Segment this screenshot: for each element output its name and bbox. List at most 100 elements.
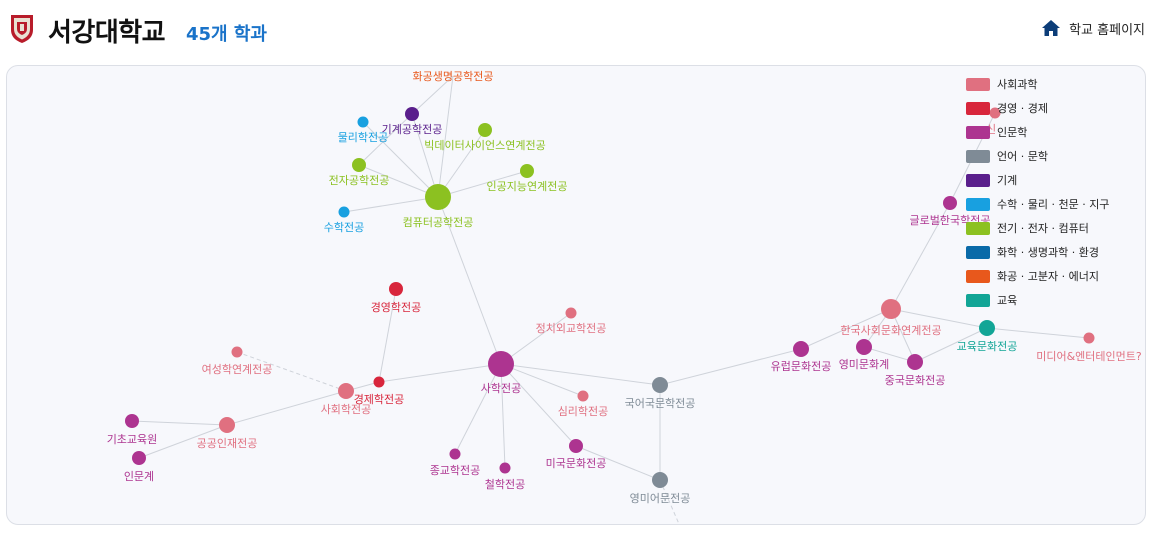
legend-label: 사회과학 (997, 78, 1038, 91)
department-label-gyoyuk: 교육문화전공 (957, 340, 1018, 353)
legend-swatch (966, 77, 990, 91)
department-node-jungguk[interactable] (907, 354, 923, 370)
department-node-cheolhak[interactable] (499, 462, 511, 474)
department-node-gyeongyeong[interactable] (389, 282, 403, 296)
graph-link (800, 308, 892, 350)
graph-link (454, 363, 502, 455)
department-node-jonggyo[interactable] (449, 448, 461, 460)
department-label-yeongmimunhwa: 영미문화계 (839, 358, 890, 371)
legend-swatch (966, 125, 990, 139)
department-node-simni[interactable] (577, 390, 589, 402)
department-node-jeongchi[interactable] (565, 307, 577, 319)
department-label-mulli: 물리학전공 (338, 131, 389, 144)
legend-item[interactable]: 인문학 (966, 120, 1141, 144)
legend-item[interactable]: 사회과학 (966, 72, 1141, 96)
department-node-hanguksahoe[interactable] (881, 299, 901, 319)
graph-link (500, 312, 572, 365)
graph-link (358, 164, 439, 198)
department-label-simni: 심리학전공 (558, 405, 609, 418)
department-node-sahoe[interactable] (338, 383, 354, 399)
graph-link (138, 424, 228, 459)
department-label-sin: 신 (986, 123, 996, 136)
department-node-suhak[interactable] (338, 206, 350, 218)
department-label-ai: 인공지능연계전공 (487, 180, 568, 193)
legend-swatch (966, 149, 990, 163)
department-node-gicho[interactable] (125, 414, 139, 428)
department-node-mulli[interactable] (357, 116, 369, 128)
graph-link (411, 113, 439, 198)
graph-link (500, 363, 661, 386)
department-node-ai[interactable] (520, 164, 534, 178)
legend-swatch (966, 101, 990, 115)
legend-swatch (966, 293, 990, 307)
department-label-gugeo: 국어국문학전공 (625, 397, 696, 410)
graph-link (437, 129, 486, 198)
department-node-yeongmieo[interactable] (652, 472, 668, 488)
graph-link (500, 363, 577, 447)
department-label-hanguksahoe: 한국사회문화연계전공 (840, 324, 941, 337)
department-label-computer: 컴퓨터공학전공 (403, 216, 474, 229)
department-label-cheolhak: 철학전공 (485, 478, 525, 491)
department-node-yureop[interactable] (793, 341, 809, 357)
legend-item[interactable]: 수학 · 물리 · 천문 · 지구 (966, 192, 1141, 216)
department-node-gonggong[interactable] (219, 417, 235, 433)
legend-item[interactable]: 전기 · 전자 · 컴퓨터 (966, 216, 1141, 240)
graph-link (362, 121, 439, 198)
department-label-gicho: 기초교육원 (107, 433, 158, 446)
legend-item[interactable]: 교육 (966, 288, 1141, 312)
department-node-gigye[interactable] (405, 107, 419, 121)
department-label-migug: 미국문화전공 (546, 457, 607, 470)
department-node-migug[interactable] (569, 439, 583, 453)
department-node-global[interactable] (943, 196, 957, 210)
department-node-computer[interactable] (425, 184, 451, 210)
legend-swatch (966, 221, 990, 235)
department-label-gonggong: 공공인재전공 (197, 437, 258, 450)
legend-item[interactable]: 기계 (966, 168, 1141, 192)
legend-swatch (966, 197, 990, 211)
department-node-inmun[interactable] (132, 451, 146, 465)
university-logo-icon (11, 15, 33, 43)
department-node-yeoseong[interactable] (231, 346, 243, 358)
graph-link (411, 75, 454, 115)
department-node-gyeongje[interactable] (373, 376, 385, 388)
department-node-sahak[interactable] (488, 351, 514, 377)
legend-item[interactable]: 화공 · 고분자 · 에너지 (966, 264, 1141, 288)
department-label-jeongchi: 정치외교학전공 (536, 322, 607, 335)
legend-item[interactable]: 언어 · 문학 (966, 144, 1141, 168)
department-node-sin[interactable] (989, 107, 1001, 119)
legend-label: 화학 · 생명과학 · 환경 (997, 246, 1099, 259)
legend-swatch (966, 269, 990, 283)
department-label-hwagong: 화공생명공학전공 (413, 70, 494, 83)
graph-link (378, 363, 502, 383)
homepage-link[interactable]: 학교 홈페이지 (1041, 18, 1145, 38)
department-label-gigye: 기계공학전공 (382, 123, 443, 136)
department-node-jeonja[interactable] (352, 158, 366, 172)
department-node-media[interactable] (1083, 332, 1095, 344)
legend-label: 언어 · 문학 (997, 150, 1048, 163)
department-label-sahoe: 사회학전공 (321, 403, 372, 416)
legend-label: 화공 · 고분자 · 에너지 (997, 270, 1099, 283)
department-node-gugeo[interactable] (652, 377, 668, 393)
department-node-bigdata[interactable] (478, 123, 492, 137)
page-title: 서강대학교 (48, 18, 166, 48)
home-icon (1042, 20, 1061, 36)
legend-label: 인문학 (997, 126, 1028, 139)
department-count: 45개 학과 (186, 24, 267, 45)
department-node-yeongmimunhwa[interactable] (856, 339, 872, 355)
department-label-media: 미디어&엔터테인먼트? (1036, 350, 1142, 363)
graph-link (378, 288, 397, 383)
graph-link (575, 445, 661, 481)
legend-item[interactable]: 경영 · 경제 (966, 96, 1141, 120)
department-label-gyeongyeong: 경영학전공 (371, 301, 422, 314)
department-label-inmun: 인문계 (124, 470, 154, 483)
legend-label: 경영 · 경제 (997, 102, 1048, 115)
legend-item[interactable]: 화학 · 생명과학 · 환경 (966, 240, 1141, 264)
graph-link (437, 196, 502, 365)
graph-link (986, 327, 1090, 339)
department-node-gyoyuk[interactable] (979, 320, 995, 336)
legend-label: 기계 (997, 174, 1018, 187)
legend-swatch (966, 173, 990, 187)
